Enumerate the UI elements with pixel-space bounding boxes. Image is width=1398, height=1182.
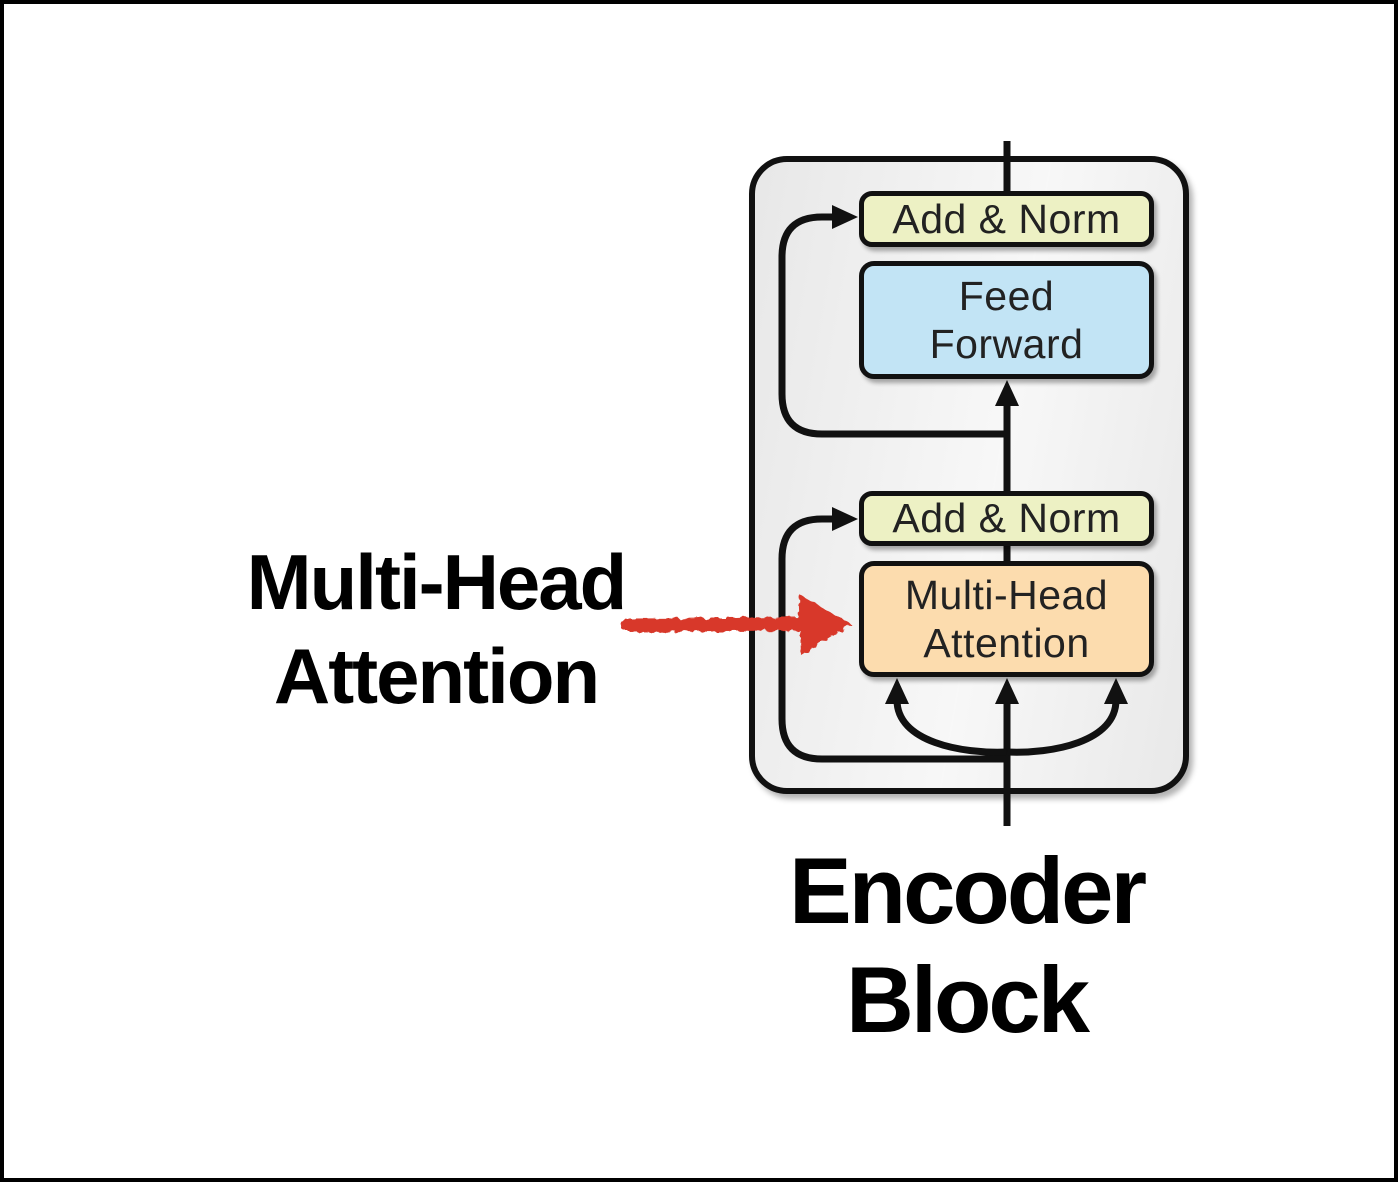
add-norm-top-label: Add & Norm — [892, 195, 1121, 242]
feed-forward-box: Feed Forward — [859, 261, 1154, 379]
feed-forward-label-line2: Forward — [929, 321, 1084, 367]
lower-residual-loop — [778, 507, 1007, 763]
multi-head-attention-label-line1: Multi-Head — [904, 571, 1109, 618]
encoder-block-caption: Encoder Block — [739, 836, 1194, 1054]
multi-head-attention-label-line2: Attention — [923, 620, 1090, 666]
add-norm-bottom-box: Add & Norm — [859, 491, 1154, 546]
caption-line2: Block — [846, 947, 1090, 1053]
qkv-left-branch-arrow — [885, 678, 1008, 756]
red-arrow-head — [799, 594, 851, 655]
feed-forward-label-line1: Feed — [958, 272, 1055, 319]
multi-head-attention-box: Multi-Head Attention — [859, 561, 1154, 677]
multi-head-attention-annotation-text: Multi-Head Attention — [194, 536, 678, 723]
upper-residual-loop — [778, 205, 1007, 438]
add-norm-top-box: Add & Norm — [859, 191, 1154, 247]
red-annotation-arrow — [620, 594, 851, 655]
annotation-text-line2: Attention — [273, 631, 600, 720]
add-norm-bottom-label: Add & Norm — [892, 495, 1121, 542]
annotation-text-line1: Multi-Head — [246, 538, 628, 626]
caption-line1: Encoder — [788, 838, 1147, 943]
qkv-right-branch-arrow — [1006, 678, 1128, 756]
red-arrow-shaft — [620, 617, 812, 632]
